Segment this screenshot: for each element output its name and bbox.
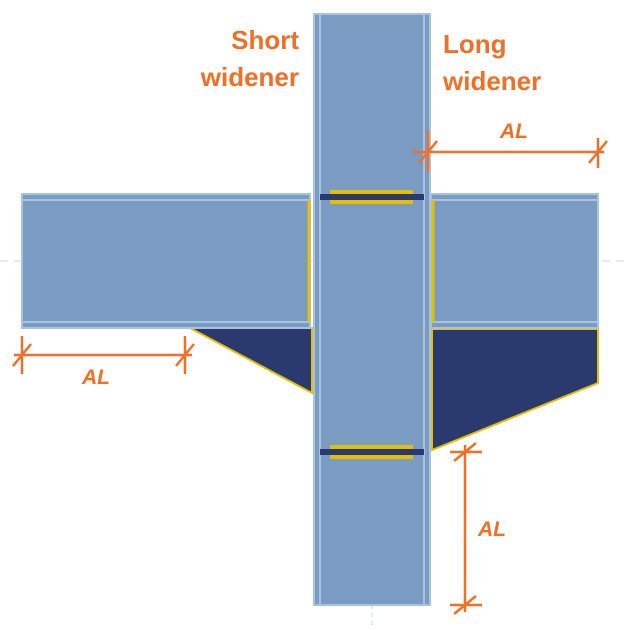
short-widener-label-line1: Short: [231, 25, 299, 55]
long-widener-label: Long widener: [443, 26, 541, 100]
dimension-vertical: [450, 442, 482, 615]
short-widener-haunch: [189, 327, 313, 395]
short-widener-label-line2: widener: [200, 62, 299, 92]
dimension-top-right: [412, 130, 608, 172]
dimension-top-right-label: AL: [500, 120, 528, 143]
dimension-vertical-label: AL: [478, 518, 506, 541]
long-widener-label-line2: widener: [443, 66, 542, 96]
top-stiffener: [320, 190, 424, 204]
short-widener-label: Short widener: [201, 22, 299, 96]
long-widener-label-line1: Long: [443, 29, 507, 59]
left-beam: [21, 193, 311, 329]
bottom-stiffener: [320, 445, 424, 459]
long-widener-haunch: [431, 328, 599, 452]
right-beam: [430, 193, 599, 329]
dimension-left: [12, 336, 195, 374]
dimension-left-label: AL: [82, 366, 110, 389]
column: [313, 13, 431, 606]
